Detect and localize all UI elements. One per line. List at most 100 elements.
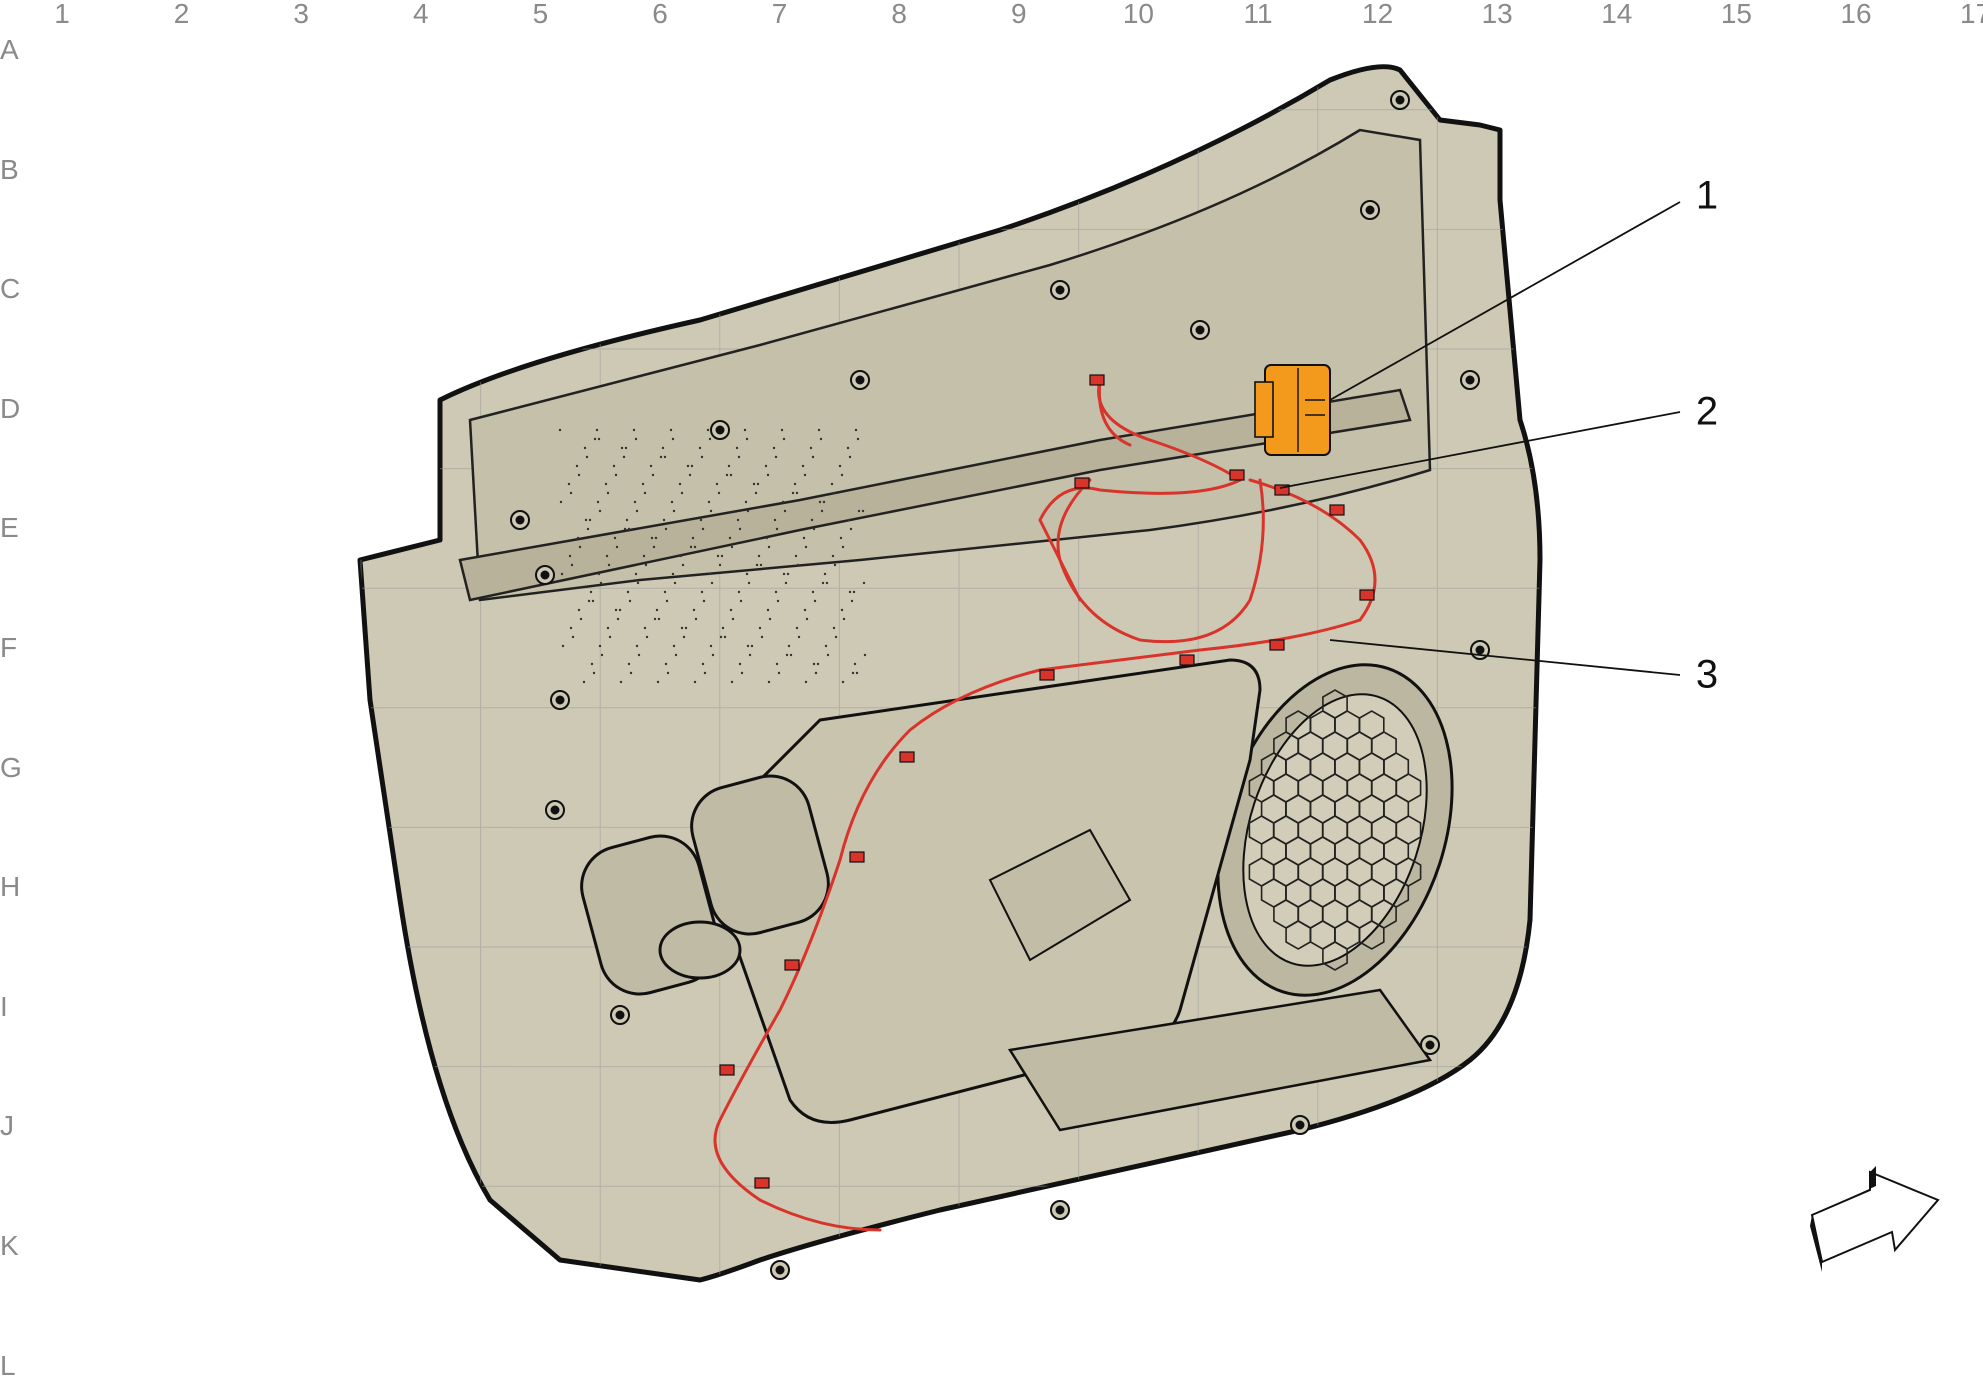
foam-dot xyxy=(708,572,712,576)
clip-center xyxy=(855,375,865,385)
row-label: C xyxy=(0,273,21,305)
foam-dot xyxy=(659,455,663,459)
door-panel-drawing xyxy=(357,64,1940,1283)
foam-dot xyxy=(662,518,666,522)
foam-dot xyxy=(855,671,859,675)
callout-2: 2 xyxy=(1695,389,1719,434)
row-label: I xyxy=(0,990,8,1022)
foam-dot xyxy=(645,635,649,639)
direction-arrow-icon xyxy=(1810,1166,1940,1272)
clip-center xyxy=(775,1265,785,1275)
foam-dot xyxy=(853,662,857,666)
foam-dot xyxy=(719,635,723,639)
foam-dot xyxy=(841,545,845,549)
foam-dot xyxy=(669,428,673,432)
foam-dot xyxy=(627,527,631,531)
foam-dot xyxy=(599,581,603,585)
foam-dot xyxy=(673,581,677,585)
foam-dot xyxy=(625,518,629,522)
column-label: 1 xyxy=(54,0,70,29)
foam-dot xyxy=(748,653,752,657)
foam-dot xyxy=(671,437,675,441)
row-label: H xyxy=(0,871,21,903)
foam-dot xyxy=(721,626,725,630)
foam-dot xyxy=(561,644,565,648)
foam-dot xyxy=(597,572,601,576)
foam-dot xyxy=(616,617,620,621)
foam-dot xyxy=(600,653,604,657)
foam-dot xyxy=(703,671,707,675)
foam-dot xyxy=(608,635,612,639)
foam-dot xyxy=(822,500,826,504)
foam-dot xyxy=(618,608,622,612)
foam-dot xyxy=(819,437,823,441)
foam-dot xyxy=(622,455,626,459)
foam-dot xyxy=(636,581,640,585)
foam-dot xyxy=(635,509,639,513)
foam-dot xyxy=(804,545,808,549)
foam-dot xyxy=(735,446,739,450)
door-control-module xyxy=(1254,364,1331,456)
foam-dot xyxy=(782,572,786,576)
foam-dot xyxy=(613,536,617,540)
foam-dot xyxy=(679,554,683,558)
clip-center xyxy=(1365,205,1375,215)
clip-center xyxy=(555,695,565,705)
foam-dot xyxy=(738,527,742,531)
foam-dot xyxy=(849,527,853,531)
foam-dot xyxy=(592,671,596,675)
foam-dot xyxy=(796,563,800,567)
foam-dot xyxy=(821,581,825,585)
foam-dot xyxy=(777,671,781,675)
foam-dot xyxy=(709,509,713,513)
foam-dot xyxy=(709,644,713,648)
foam-dot xyxy=(759,563,763,567)
foam-dot xyxy=(571,635,575,639)
foam-dot xyxy=(802,536,806,540)
foam-dot xyxy=(842,617,846,621)
foam-dot xyxy=(682,635,686,639)
foam-dot xyxy=(794,554,798,558)
clip-center xyxy=(1465,375,1475,385)
foam-dot xyxy=(717,491,721,495)
map-pocket xyxy=(1007,988,1433,1132)
foam-dot xyxy=(666,671,670,675)
foam-dot xyxy=(725,473,729,477)
foam-dot xyxy=(598,509,602,513)
foam-dot xyxy=(848,590,852,594)
foam-dot xyxy=(736,518,740,522)
foam-dot xyxy=(812,527,816,531)
column-label: 6 xyxy=(652,0,668,29)
foam-dot xyxy=(689,545,693,549)
column-label: 3 xyxy=(293,0,309,29)
foam-dot xyxy=(678,482,682,486)
foam-dot xyxy=(642,554,646,558)
foam-dot xyxy=(823,572,827,576)
hex-cell xyxy=(1371,899,1397,929)
foam-dot xyxy=(731,617,735,621)
column-label: 14 xyxy=(1601,0,1633,29)
foam-dot xyxy=(700,590,704,594)
clip-center xyxy=(1425,1040,1435,1050)
column-label: 15 xyxy=(1720,0,1752,29)
foam-dot xyxy=(643,626,647,630)
foam-dot xyxy=(623,527,627,531)
foam-dot xyxy=(579,617,583,621)
foam-dot xyxy=(583,446,587,450)
clip-center xyxy=(515,515,525,525)
foam-dot xyxy=(764,464,768,468)
foam-dot xyxy=(626,590,630,594)
foam-dot xyxy=(848,455,852,459)
foam-dot xyxy=(633,500,637,504)
foam-dot xyxy=(707,500,711,504)
foam-dot xyxy=(816,662,820,666)
foam-dot xyxy=(663,590,667,594)
window-motor xyxy=(580,774,830,996)
foam-dot xyxy=(832,491,836,495)
foam-dot xyxy=(665,599,669,603)
foam-dot xyxy=(672,644,676,648)
foam-dots xyxy=(558,428,867,684)
foam-dot xyxy=(641,482,645,486)
foam-dot xyxy=(559,500,563,504)
column-label: 16 xyxy=(1840,0,1872,29)
